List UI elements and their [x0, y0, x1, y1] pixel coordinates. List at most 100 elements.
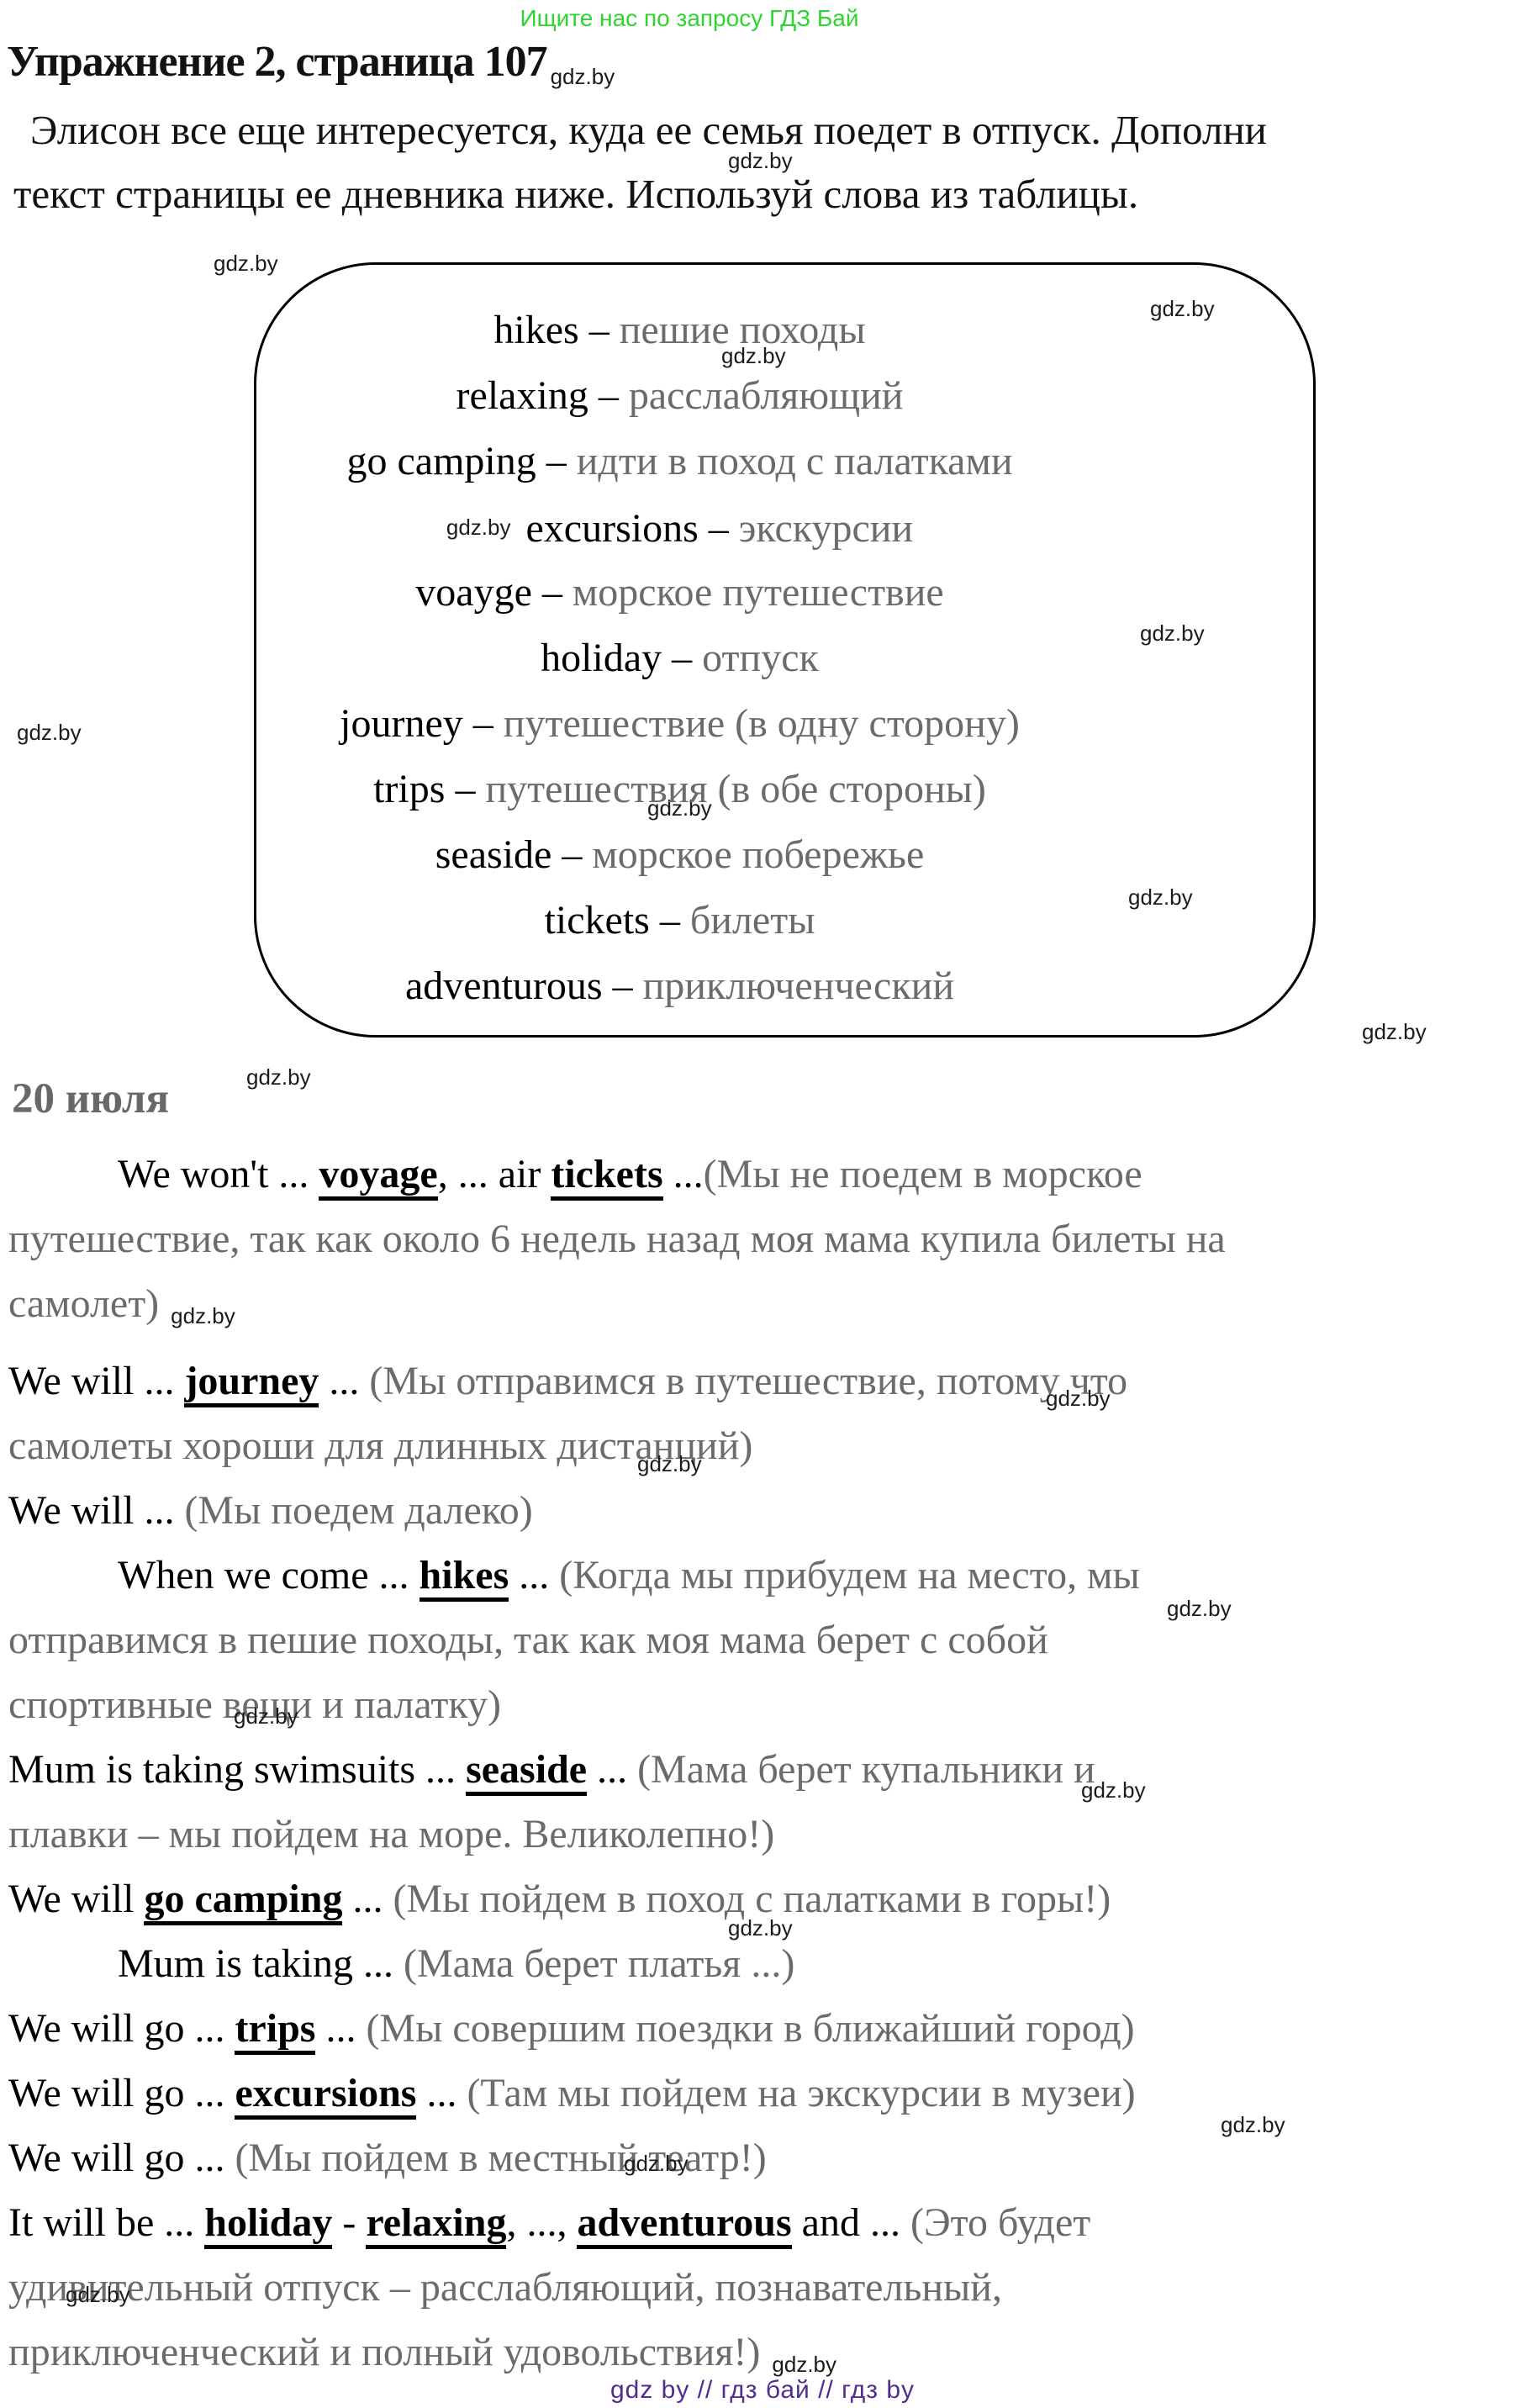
diary-entry: When we come ... hikes ... (Когда мы при… [8, 1543, 1508, 1737]
diary-entry: It will be ... holiday - relaxing, ..., … [8, 2190, 1508, 2397]
gdz-watermark: gdz.by [721, 343, 786, 368]
vocab-russian: идти в поход с палатками [576, 439, 1013, 483]
vocab-dash: – [578, 308, 620, 352]
diary-text-segment: We will go ... [8, 2136, 235, 2180]
translation-text: (Мы отправимся в путешествие, потому что [369, 1359, 1128, 1403]
vocab-item: seaside – морское побережье [256, 822, 1103, 888]
footer-links: gdz by // гдз бай // гдз by [609, 2376, 916, 2404]
diary-text-segment: ... [416, 2071, 467, 2115]
vocab-item: hikes – пешие походы [256, 298, 1103, 363]
answer-word: voyage [319, 1152, 438, 1201]
diary-entry: We will ... (Мы поедем далеко) [8, 1478, 1508, 1543]
diary-text-segment: ... [315, 2006, 367, 2051]
diary-entry: Mum is taking swimsuits ... seaside ... … [8, 1737, 1508, 1867]
translation-text: (Когда мы прибудем на место, мы [559, 1553, 1140, 1597]
diary-text-segment: We will go ... [8, 2071, 235, 2115]
translation-text: (Мы пойдем в поход с палатками в горы!) [393, 1877, 1111, 1921]
vocab-russian: путешествие (в одну сторону) [503, 701, 1020, 746]
vocab-item: trips – путешествия (в обе стороны) [256, 757, 1103, 822]
translation-text: путешествие, так как около 6 недель наза… [8, 1217, 1226, 1261]
diary-text-segment: ... [662, 1152, 704, 1196]
diary-entry: Mum is taking ... (Мама берет платья ...… [8, 1931, 1508, 1996]
diary-entry: We won't ... voyage, ... air tickets ...… [8, 1142, 1508, 1349]
gdz-watermark: gdz.by [214, 251, 278, 276]
gdz-watermark: gdz.by [171, 1303, 235, 1328]
vocab-dash: – [531, 570, 573, 615]
gdz-watermark: gdz.by [728, 148, 793, 173]
diary-text-segment: We won't ... [118, 1152, 319, 1196]
vocab-english: go camping [346, 439, 536, 483]
diary-text-segment: ... [342, 1877, 393, 1921]
answer-word: hikes [419, 1553, 509, 1602]
vocab-russian: приключенческий [642, 964, 955, 1008]
vocab-english: trips [373, 767, 446, 811]
diary-text-segment: We will ... [8, 1488, 185, 1533]
vocab-english: seaside [435, 832, 552, 877]
gdz-watermark: gdz.by [246, 1064, 311, 1090]
vocab-dash: – [698, 506, 739, 551]
gdz-watermark: gdz.by [647, 795, 712, 821]
vocab-dash: – [551, 832, 593, 877]
vocab-russian: расслабляющий [628, 373, 904, 418]
vocab-item: journey – путешествие (в одну сторону) [256, 691, 1103, 757]
vocab-item: tickets – билеты [256, 888, 1103, 953]
intro-line-2: текст страницы ее дневника ниже. Использ… [13, 171, 1139, 217]
translation-text: (Там мы пойдем на экскурсии в музеи) [467, 2071, 1136, 2115]
vocab-russian: пешие походы [619, 308, 866, 352]
diary-text-segment: When we come ... [118, 1553, 420, 1597]
gdz-watermark: gdz.by [728, 1915, 793, 1941]
gdz-watermark: gdz.by [1221, 2112, 1285, 2137]
gdz-watermark: gdz.by [624, 2151, 689, 2176]
promo-banner: Ищите нас по запросу ГДЗ Бай [520, 5, 859, 31]
vocab-dash: – [649, 898, 690, 943]
diary-text: We won't ... voyage, ... air tickets ...… [8, 1142, 1508, 2397]
gdz-watermark: gdz.by [17, 720, 82, 745]
gdz-watermark: gdz.by [1046, 1386, 1111, 1411]
vocab-dash: – [602, 964, 643, 1008]
translation-text: отправимся в пешие походы, так как моя м… [8, 1618, 1048, 1662]
translation-text: (Мы поедем далеко) [184, 1488, 533, 1533]
translation-text: самолет) [8, 1281, 160, 1326]
vocab-english: adventurous [404, 964, 603, 1008]
translation-text: (Мама берет купальники и [637, 1747, 1095, 1792]
vocab-english: holiday [541, 636, 662, 680]
answer-word: excursions [235, 2071, 417, 2120]
gdz-watermark: gdz.by [550, 64, 615, 89]
translation-text: спортивные вещи и палатку) [8, 1682, 501, 1727]
gdz-watermark: gdz.by [234, 1703, 298, 1729]
translation-text: (Мама берет платья ...) [404, 1941, 795, 1986]
vocab-item: adventurous – приключенческий [256, 953, 1103, 1019]
vocab-russian: отпуск [702, 636, 819, 680]
gdz-watermark: gdz.by [446, 515, 511, 540]
vocab-english: hikes [493, 308, 579, 352]
vocab-item: holiday – отпуск [256, 626, 1103, 691]
answer-word: seaside [466, 1747, 588, 1796]
gdz-watermark: gdz.by [1362, 1019, 1427, 1044]
vocab-english: tickets [544, 898, 650, 943]
intro-line-1: Элисон все еще интересуется, куда ее сем… [30, 107, 1267, 153]
vocab-dash: – [588, 373, 629, 418]
translation-text: (Мы не поедем в морское [703, 1152, 1142, 1196]
diary-text-segment: , ... air [437, 1152, 551, 1196]
diary-entry: We will go ... excursions ... (Там мы по… [8, 2061, 1508, 2125]
vocab-english: voayge [415, 570, 532, 615]
translation-text: (Мы пойдем в местный театр!) [235, 2136, 767, 2180]
diary-text-segment: and ... [791, 2200, 910, 2245]
answer-word: trips [235, 2006, 316, 2055]
diary-text-segment: ... [319, 1359, 370, 1403]
answer-word: tickets [551, 1152, 663, 1201]
answer-word: holiday [204, 2200, 333, 2249]
vocab-dash: – [536, 439, 577, 483]
gdz-watermark: gdz.by [772, 2352, 837, 2377]
translation-text: удивительный отпуск – расслабляющий, поз… [8, 2265, 1002, 2310]
diary-text-segment: - [332, 2200, 367, 2245]
gdz-watermark: gdz.by [1140, 620, 1205, 646]
diary-text-segment: It will be ... [8, 2200, 205, 2245]
vocab-russian: морское побережье [592, 832, 925, 877]
translation-text: (Мы совершим поездки в ближайший город) [366, 2006, 1135, 2051]
vocab-russian: морское путешествие [572, 570, 944, 615]
diary-text-segment: , ..., [506, 2200, 578, 2245]
